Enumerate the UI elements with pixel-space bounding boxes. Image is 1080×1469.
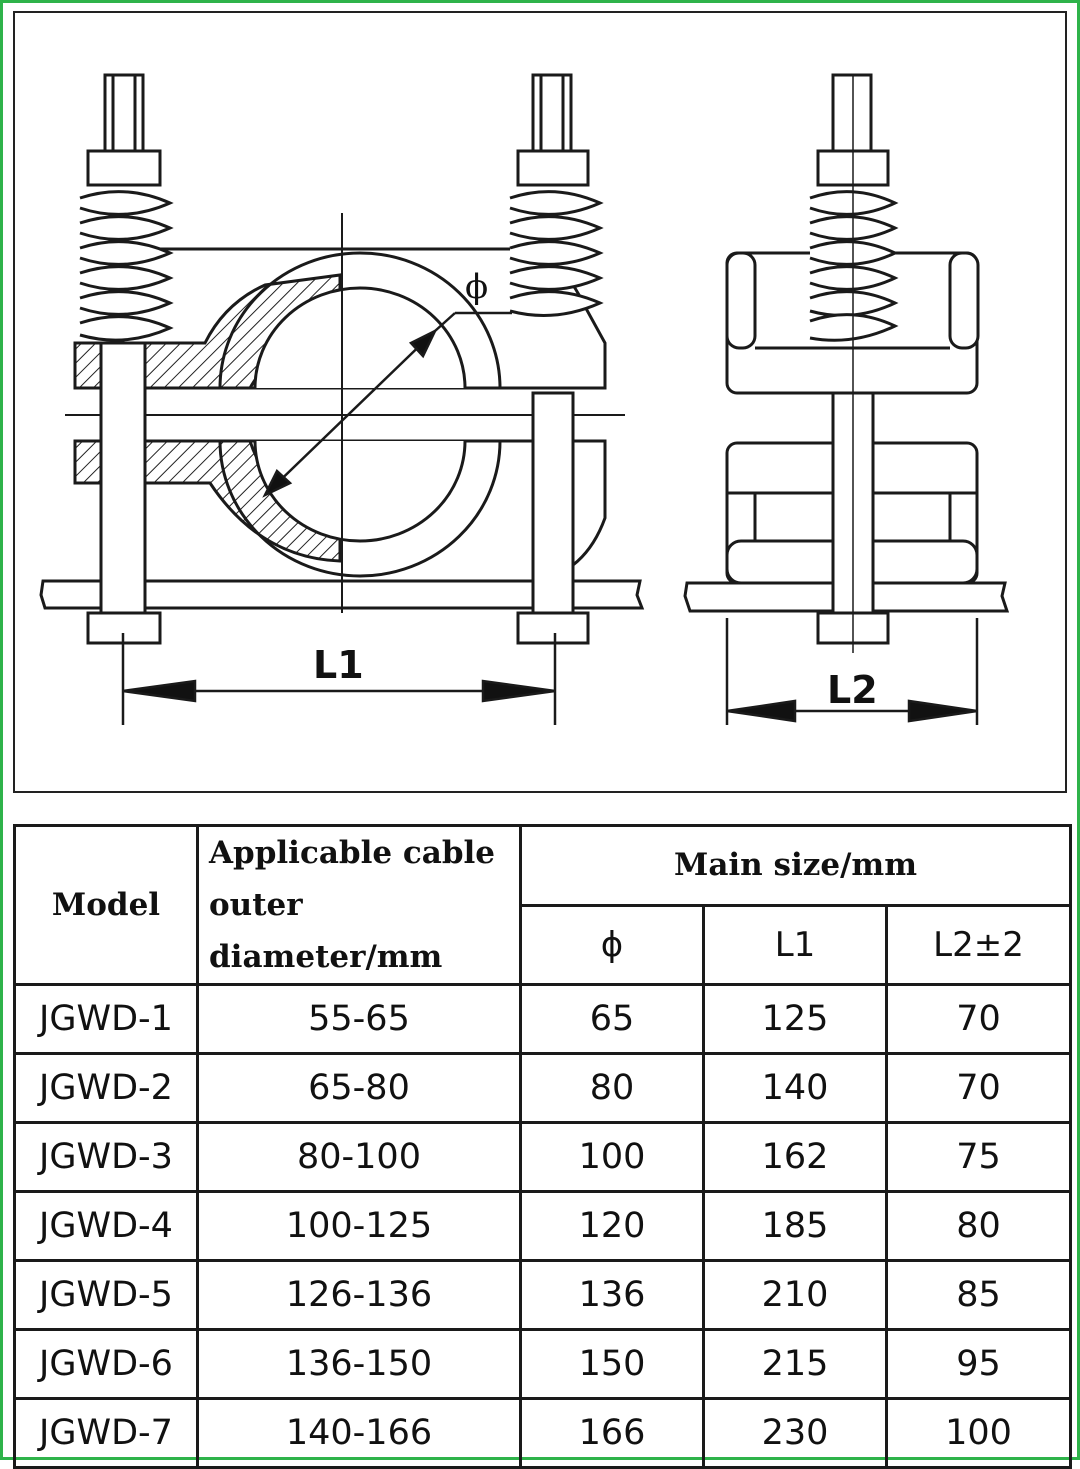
l2-cell: 70 [885,1052,1072,1124]
diameter-cell: 140-166 [196,1397,522,1469]
diameter-cell: 100-125 [196,1190,522,1262]
header-cable-diameter: Applicable cable outer diameter/mm [196,824,522,986]
phi-cell: 166 [519,1397,705,1469]
l2-cell: 95 [885,1328,1072,1400]
side-view [683,73,1010,653]
l1-cell: 125 [702,983,888,1055]
clamp-drawing-svg: ϕ L1 L2 [39,73,1010,725]
header-model: Model [13,824,199,986]
diameter-cell: 65-80 [196,1052,522,1124]
model-cell: JGWD-4 [13,1190,199,1262]
table-header-row-1: Model Applicable cable outer diameter/mm… [13,824,1072,986]
left-spring [79,190,174,342]
phi-cell: 100 [519,1121,705,1193]
header-cable-line1: Applicable cable [209,835,496,871]
model-cell: JGWD-5 [13,1259,199,1331]
right-spring [509,190,604,317]
model-cell: JGWD-6 [13,1328,199,1400]
model-cell: JGWD-3 [13,1121,199,1193]
cable-bore-top [253,286,467,389]
spec-table: Model Applicable cable outer diameter/mm… [13,824,1072,1469]
l1-cell: 215 [702,1328,888,1400]
diameter-cell: 55-65 [196,983,522,1055]
l1-cell: 230 [702,1397,888,1469]
l1-cell: 210 [702,1259,888,1331]
l1-cell: 162 [702,1121,888,1193]
diameter-cell: 80-100 [196,1121,522,1193]
header-phi: ϕ [519,903,705,986]
phi-dimension [262,311,512,498]
phi-cell: 80 [519,1052,705,1124]
l2-cell: 80 [885,1190,1072,1262]
l1-cell: 185 [702,1190,888,1262]
l2-label: L2 [827,668,878,712]
l2-cell: 70 [885,983,1072,1055]
l1-cell: 140 [702,1052,888,1124]
header-l1: L1 [702,903,888,986]
cable-bore-bottom [253,440,467,543]
l2-dimension [725,618,979,725]
model-cell: JGWD-1 [13,983,199,1055]
header-main-size: Main size/mm [519,824,1072,907]
diameter-cell: 136-150 [196,1328,522,1400]
phi-cell: 150 [519,1328,705,1400]
header-cable-line2: outer diameter/mm [209,887,443,975]
l1-label: L1 [313,643,364,687]
model-cell: JGWD-7 [13,1397,199,1469]
diameter-cell: 126-136 [196,1259,522,1331]
l1-dimension [121,633,557,725]
left-bolt [86,73,162,645]
right-bolt [516,73,590,645]
technical-drawing: ϕ L1 L2 [13,11,1067,793]
header-l2: L2±2 [885,903,1072,986]
phi-cell: 136 [519,1259,705,1331]
l2-cell: 100 [885,1397,1072,1469]
model-cell: JGWD-2 [13,1052,199,1124]
phi-cell: 120 [519,1190,705,1262]
phi-cell: 65 [519,983,705,1055]
l2-cell: 75 [885,1121,1072,1193]
table-header-row-2: ϕ L1 L2±2 [15,903,1072,986]
l2-cell: 85 [885,1259,1072,1331]
phi-label: ϕ [465,267,488,307]
